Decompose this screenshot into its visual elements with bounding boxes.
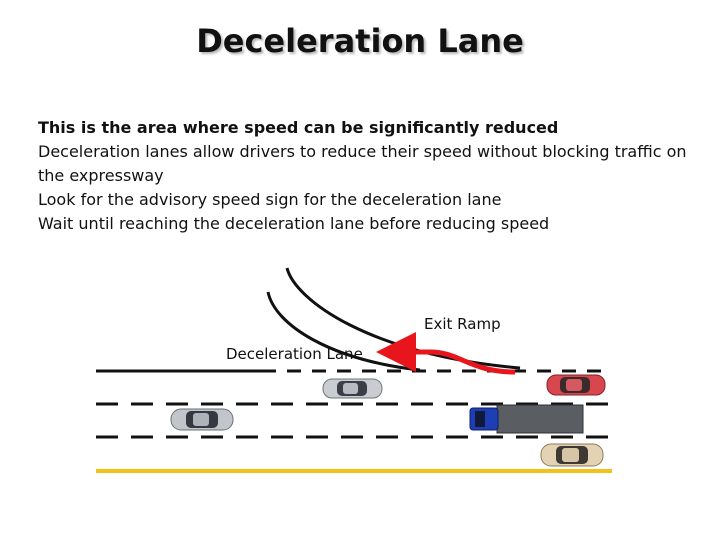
- decel-lane-label: Deceleration Lane: [226, 345, 363, 363]
- truck: [469, 404, 584, 434]
- exit-arrow: [376, 332, 516, 375]
- bullet-item: This is the area where speed can be sign…: [38, 118, 559, 137]
- slide-title: Deceleration Lane: [196, 22, 524, 60]
- beige-car: [540, 443, 604, 467]
- red-car: [546, 374, 606, 396]
- silver-car: [322, 378, 383, 399]
- bullet-list: This is the area where speed can be sign…: [38, 116, 698, 236]
- bullet-item: Look for the advisory speed sign for the…: [38, 190, 502, 209]
- bullet-item: Wait until reaching the deceleration lan…: [38, 214, 550, 233]
- bullet-item: Deceleration lanes allow drivers to redu…: [38, 142, 687, 185]
- silver-car: [170, 408, 234, 431]
- exit-ramp-label: Exit Ramp: [424, 315, 501, 333]
